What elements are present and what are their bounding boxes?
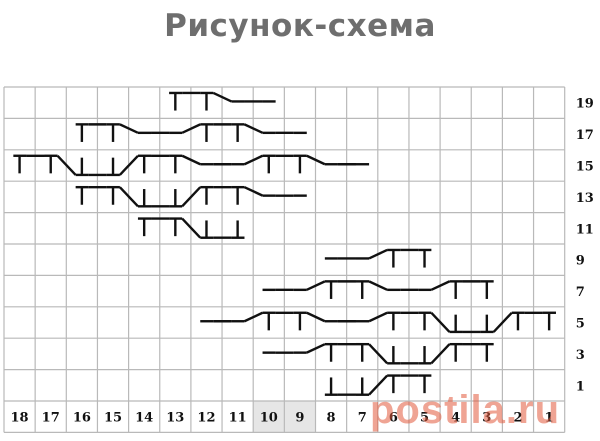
cable-cross-line [368, 248, 388, 260]
row-labels: 19 17 15 13 11 9 7 5 3 1 [576, 97, 594, 395]
chart-row [137, 217, 245, 239]
column-number: 1 [545, 411, 554, 426]
cable-cross-line [243, 186, 264, 197]
highlight-columns [253, 401, 316, 433]
cable-cross-line [119, 154, 139, 176]
column-number: 2 [513, 411, 522, 426]
column-number: 3 [482, 411, 491, 426]
cable-cross-line [212, 91, 232, 103]
row-number: 17 [576, 128, 594, 143]
row-number: 11 [576, 222, 594, 237]
chart-row [324, 248, 432, 268]
column-number: 15 [104, 411, 122, 426]
cable-cross-line [181, 217, 202, 239]
stitch-symbols [13, 91, 556, 396]
cable-cross-line [243, 154, 264, 166]
column-number: 12 [197, 411, 215, 426]
column-number: 17 [42, 411, 60, 426]
cable-cross-line [306, 154, 326, 166]
cable-cross-line [430, 311, 451, 333]
chart-row [75, 123, 307, 142]
chart-row [13, 154, 370, 177]
chart-row [262, 342, 494, 365]
cable-cross-line [119, 123, 139, 134]
row-number: 13 [576, 191, 594, 206]
cable-cross-line [306, 311, 326, 323]
cable-cross-line [306, 343, 326, 354]
watermark: postila.ru [370, 388, 561, 432]
column-number: 14 [135, 411, 153, 426]
row-number: 9 [576, 254, 585, 269]
cable-cross-line [368, 280, 388, 291]
column-number: 9 [295, 411, 304, 426]
cable-cross-line [368, 311, 388, 323]
cable-cross-line [56, 154, 77, 176]
row-number: 15 [576, 160, 594, 175]
column-number: 16 [73, 411, 91, 426]
row-number: 1 [576, 379, 585, 394]
cable-cross-line [181, 123, 201, 134]
cable-cross-line [243, 123, 264, 134]
column-number: 4 [451, 411, 460, 426]
row-number: 19 [576, 97, 594, 112]
column-number: 5 [420, 411, 429, 426]
chart-title: Рисунок-схема [164, 8, 436, 44]
cable-cross-line [119, 186, 139, 208]
row-number: 3 [576, 348, 585, 363]
cable-cross-line [430, 280, 450, 291]
row-number: 5 [576, 317, 585, 332]
chart-grid [3, 86, 566, 433]
cable-cross-line [492, 311, 513, 333]
cable-cross-line [368, 343, 389, 365]
chart-row [262, 280, 494, 299]
column-number: 10 [260, 411, 278, 426]
shaded-label-cell [284, 401, 316, 433]
column-number: 7 [358, 411, 367, 426]
cable-cross-line [306, 280, 326, 291]
column-number: 11 [229, 411, 247, 426]
chart-row [75, 185, 307, 208]
chart-row [324, 374, 432, 396]
cable-cross-line [368, 374, 389, 396]
chart-row [200, 311, 556, 334]
column-number: 13 [166, 411, 184, 426]
chart-row [169, 91, 276, 111]
cable-cross-line [243, 311, 264, 323]
shaded-label-cell [253, 401, 285, 433]
cable-cross-line [181, 186, 202, 208]
row-number: 7 [576, 285, 585, 300]
column-labels: 18 17 16 15 14 13 12 11 10 9 8 7 6 5 4 3 2 1 [11, 411, 554, 426]
column-number: 18 [11, 411, 29, 426]
cable-cross-line [430, 343, 451, 365]
column-number: 6 [389, 411, 398, 426]
column-number: 8 [327, 411, 336, 426]
cable-cross-line [181, 154, 201, 166]
